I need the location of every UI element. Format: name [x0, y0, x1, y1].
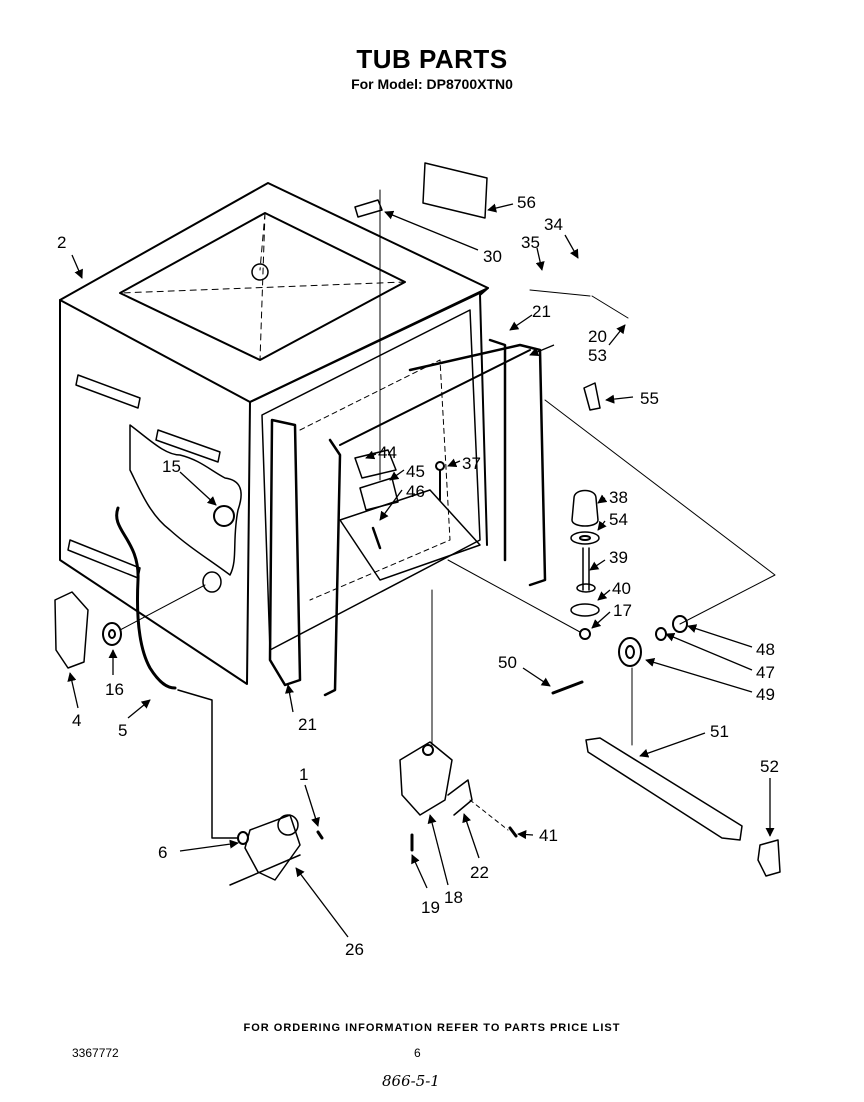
document-number: 3367772 — [72, 1046, 119, 1060]
part-label: 19 — [421, 898, 440, 917]
part-label: 4 — [72, 711, 81, 730]
part-label: 52 — [760, 757, 779, 776]
part-label: 50 — [498, 653, 517, 672]
part-56-plate — [422, 162, 488, 219]
tub-bottom-tray — [339, 489, 481, 581]
part-label: 55 — [640, 389, 659, 408]
part-18-bracket — [399, 741, 453, 816]
part-label: 30 — [483, 247, 502, 266]
page-title: TUB PARTS — [356, 44, 508, 74]
part-label: 6 — [158, 843, 167, 862]
tub-cutaway — [129, 424, 242, 576]
handwritten-note: 866-5-1 — [382, 1072, 440, 1090]
part-label: 53 — [588, 346, 607, 365]
part-label: 46 — [406, 482, 425, 501]
part-label: 49 — [756, 685, 775, 704]
part-label: 44 — [378, 443, 397, 462]
part-label: 45 — [406, 462, 425, 481]
part-label: 1 — [299, 765, 308, 784]
part-4-bracket — [54, 591, 89, 669]
part-label: 34 — [544, 215, 563, 234]
part-label: 41 — [539, 826, 558, 845]
part-label: 51 — [710, 722, 729, 741]
part-5-hose — [115, 506, 177, 690]
part-label: 16 — [105, 680, 124, 699]
rear-gasket-rail — [408, 343, 547, 587]
part-label: 48 — [756, 640, 775, 659]
door-gasket — [268, 418, 302, 687]
part-label: 39 — [609, 548, 628, 567]
part-label: 40 — [612, 579, 631, 598]
model-subtitle: For Model: DP8700XTN0 — [351, 76, 513, 92]
part-38-float — [571, 489, 599, 527]
tub-top-recess — [119, 212, 406, 361]
part-label: 20 — [588, 327, 607, 346]
page-number: 6 — [414, 1046, 421, 1060]
part-label: 17 — [613, 601, 632, 620]
part-label: 26 — [345, 940, 364, 959]
part-label: 18 — [444, 888, 463, 907]
part-26-valve — [244, 814, 301, 881]
part-51-rail — [585, 737, 743, 841]
part-label: 37 — [462, 454, 481, 473]
ordering-note: FOR ORDERING INFORMATION REFER TO PARTS … — [243, 1022, 621, 1034]
part-label: 56 — [517, 193, 536, 212]
part-label: 35 — [521, 233, 540, 252]
part-label: 15 — [162, 457, 181, 476]
part-label: 2 — [57, 233, 66, 252]
part-label: 21 — [532, 302, 551, 321]
part-label: 5 — [118, 721, 127, 740]
part-label: 21 — [298, 715, 317, 734]
part-label: 54 — [609, 510, 628, 529]
part-label: 38 — [609, 488, 628, 507]
part-label: 22 — [470, 863, 489, 882]
part-label: 47 — [756, 663, 775, 682]
